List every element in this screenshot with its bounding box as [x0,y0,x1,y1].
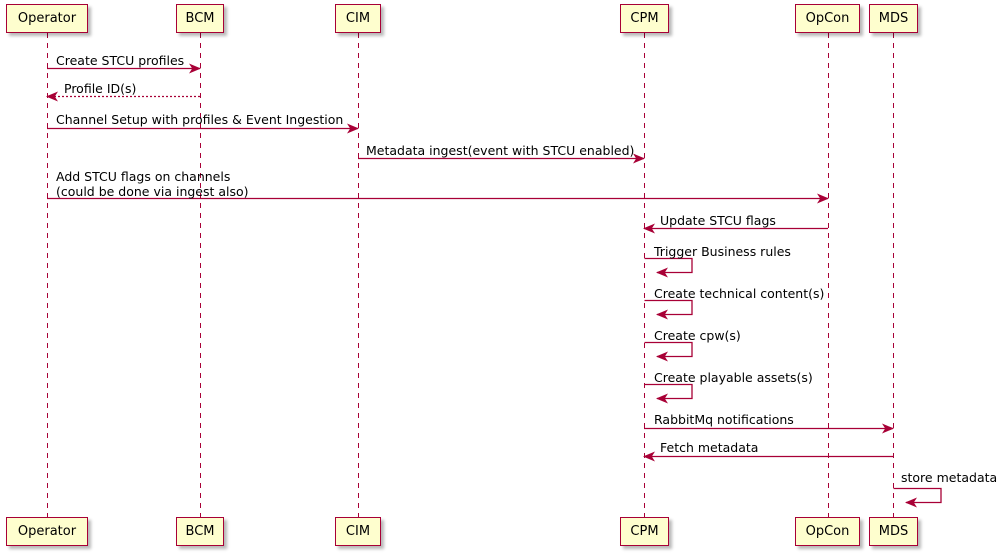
participant-header-cpm[interactable]: CPM [620,4,669,33]
message-label-m1: Create STCU profiles [56,53,185,68]
lifelines-group [47,33,894,517]
message-label-m7: RabbitMq notifications [654,412,794,427]
participant-label: CPM [630,524,659,539]
participant-label: Operator [17,524,77,539]
self-message-arrow-s5 [893,487,942,508]
participant-footer-operator[interactable]: Operator [6,517,88,546]
self-message-label-s5: store metadata [901,470,998,485]
self-message-label-s3: Create cpw(s) [654,328,741,343]
participant-header-mds[interactable]: MDS [869,4,918,33]
self-messages-group [644,257,942,508]
self-message-arrow-s1 [644,257,693,278]
self-message-label-s2: Create technical content(s) [654,286,825,301]
participant-footer-bcm[interactable]: BCM [176,517,224,546]
message-label-m3: Channel Setup with profiles & Event Inge… [56,112,344,127]
messages-group [46,63,894,462]
self-message-arrow-s2 [644,299,693,320]
participant-header-bcm[interactable]: BCM [176,4,224,33]
message-label-m6: Update STCU flags [660,213,776,228]
self-message-label-s4: Create playable assets(s) [654,370,813,385]
participant-footer-cim[interactable]: CIM [335,517,381,546]
participant-label: Operator [17,11,77,26]
participant-label: CIM [345,524,371,539]
message-label-m5: Add STCU flags on channels (could be don… [56,169,249,199]
participant-footer-opcon[interactable]: OpCon [795,517,860,546]
participant-footer-cpm[interactable]: CPM [620,517,669,546]
self-message-arrow-s3 [644,341,693,362]
participant-label: OpCon [805,11,850,26]
participant-label: BCM [185,524,215,539]
self-message-label-s1: Trigger Business rules [654,244,791,259]
message-label-m4: Metadata ingest(event with STCU enabled) [366,143,635,158]
participant-label: MDS [878,524,909,539]
participant-header-opcon[interactable]: OpCon [795,4,860,33]
participant-label: CPM [630,11,659,26]
participant-label: CIM [345,11,371,26]
participant-footer-mds[interactable]: MDS [869,517,918,546]
message-label-m8: Fetch metadata [660,440,759,455]
self-message-arrow-s4 [644,383,693,404]
participant-label: OpCon [805,524,850,539]
participant-header-operator[interactable]: Operator [6,4,88,33]
message-label-m2: Profile ID(s) [64,81,137,96]
participant-header-cim[interactable]: CIM [335,4,381,33]
participant-label: BCM [185,11,215,26]
participant-label: MDS [878,11,909,26]
